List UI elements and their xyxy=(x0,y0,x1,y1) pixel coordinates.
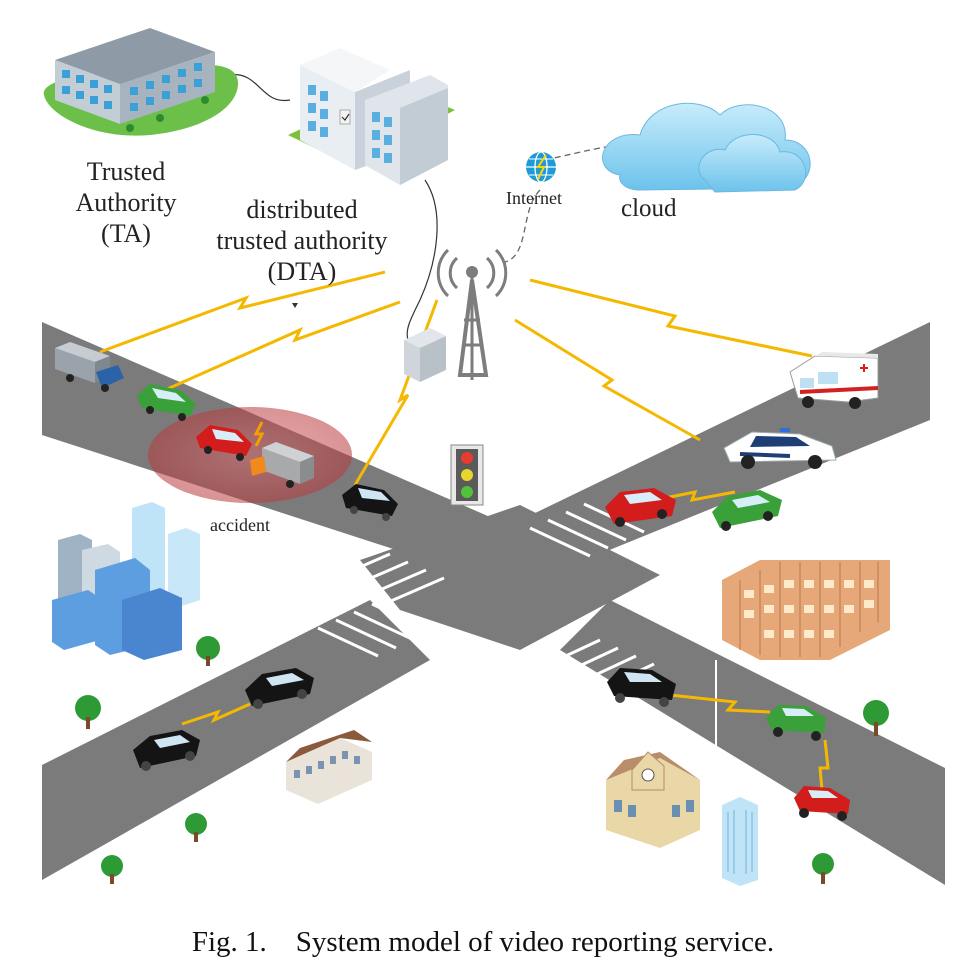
link-red-green-ne xyxy=(654,489,736,502)
internet-globe-icon xyxy=(526,151,556,183)
red-car-se xyxy=(794,786,850,821)
figure-caption: Fig. 1. System model of video reporting … xyxy=(0,926,966,959)
cloud-label: cloud xyxy=(621,195,677,222)
cloud-icon xyxy=(602,102,811,193)
roadside-unit-icon xyxy=(404,328,446,382)
road-network xyxy=(42,322,945,885)
tree-icon xyxy=(185,813,207,842)
truck-accident xyxy=(250,442,314,488)
school-building-icon xyxy=(606,751,700,848)
link-tower-greencar xyxy=(164,300,401,392)
red-car-accident xyxy=(196,425,252,461)
tree-icon xyxy=(812,853,834,884)
dta-pointer-mark xyxy=(292,303,298,308)
green-car-nw xyxy=(137,384,196,421)
crosswalk-nw xyxy=(311,544,445,606)
crosswalk-se xyxy=(539,638,655,694)
crosswalk-sw xyxy=(317,602,433,658)
link-tower-truck xyxy=(99,270,386,354)
link-green-red-se xyxy=(818,739,830,791)
ta-label: Trusted Authority (TA) xyxy=(56,156,196,249)
black-car-se xyxy=(607,668,676,707)
ta-building-icon xyxy=(43,28,239,136)
dta-label: distributed trusted authority (DTA) xyxy=(196,194,408,287)
truck-icon xyxy=(55,342,124,392)
road-sw xyxy=(42,600,430,880)
ta-label-line1: Trusted xyxy=(86,157,166,186)
link-black-black-sw xyxy=(181,702,251,726)
link-black-green-se xyxy=(669,693,771,714)
ambulance-icon xyxy=(789,352,879,409)
traffic-light-icon xyxy=(450,444,484,506)
figure-number: Fig. 1. xyxy=(191,926,267,958)
tall-office-icon xyxy=(722,797,758,886)
figure-caption-text: System model of video reporting service. xyxy=(295,926,775,958)
cell-tower-icon xyxy=(436,248,508,380)
black-car-nw xyxy=(342,484,398,521)
dta-label-line3: (DTA) xyxy=(267,257,337,286)
wired-link-ta-dta xyxy=(227,74,291,101)
internet-link xyxy=(504,144,626,263)
dta-building-icon xyxy=(288,48,455,185)
apartment-block-icon xyxy=(722,560,890,660)
crash-spark-icon xyxy=(253,421,265,447)
link-tower-ambulance xyxy=(529,278,813,358)
townhouse-icon xyxy=(286,730,372,804)
black-car-sw-1 xyxy=(245,668,314,709)
crosswalk-ne xyxy=(529,502,645,558)
dta-label-line1: distributed xyxy=(246,195,358,224)
red-car-ne xyxy=(605,488,676,527)
tree-icon xyxy=(75,695,101,729)
link-tower-police xyxy=(514,318,701,442)
city-skyscrapers-icon xyxy=(52,502,200,660)
black-car-sw-2 xyxy=(133,730,200,771)
wired-link-dta-station xyxy=(406,179,438,341)
green-car-se xyxy=(766,705,826,741)
ta-label-line2: Authority xyxy=(75,188,177,217)
green-car-ne xyxy=(712,490,782,531)
tree-icon xyxy=(101,855,123,884)
road-se xyxy=(560,600,945,885)
ta-label-line3: (TA) xyxy=(101,219,151,248)
tree-icon xyxy=(863,700,889,736)
link-tower-blackcar xyxy=(353,299,439,486)
intersection-core xyxy=(360,505,660,650)
tree-icon xyxy=(196,636,220,666)
police-car-icon xyxy=(723,428,837,469)
accident-label: accident xyxy=(210,515,270,535)
accident-zone xyxy=(148,407,352,503)
dta-label-line2: trusted authority xyxy=(216,226,388,255)
internet-label: Internet xyxy=(506,188,562,208)
